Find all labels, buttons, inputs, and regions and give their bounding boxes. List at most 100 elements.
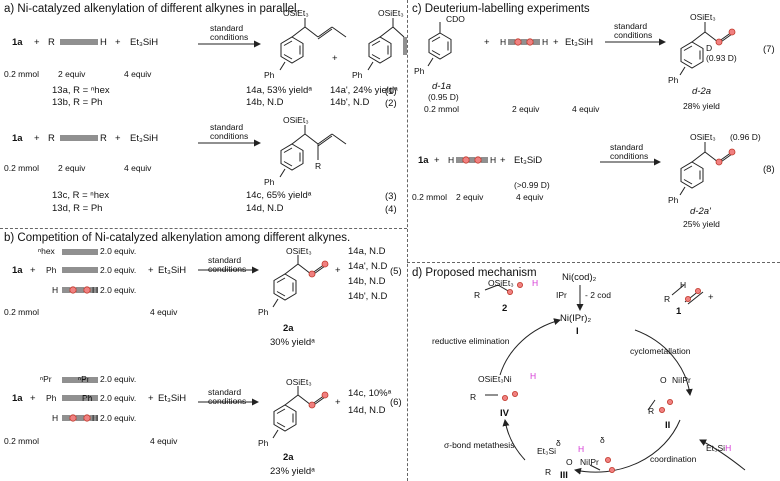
alkyne-pr: ⁿPr <box>40 374 52 384</box>
conditions-label: conditions <box>210 32 249 42</box>
delta-sign: δ <box>600 435 605 445</box>
conditions-label: conditions <box>614 30 653 40</box>
alkyne-ph: Ph <box>82 393 93 403</box>
acetylene-h: H <box>92 413 99 423</box>
conditions-label: standard <box>210 122 244 132</box>
substrate-13d: 13d, R = Ph <box>52 203 103 214</box>
cycle-arrow-metathesis <box>502 419 526 461</box>
product-list-item: 14d, N.D <box>348 405 386 416</box>
conditions-label: conditions <box>208 264 247 274</box>
acetylene-h: H <box>542 37 549 47</box>
d-incorporation: (0.93 D) <box>706 53 737 63</box>
label-ph: Ph <box>352 70 363 80</box>
alkyne-equiv: 2.0 equiv. <box>100 413 137 423</box>
alkyne-equiv: 2.0 equiv. <box>100 393 137 403</box>
conditions-label: conditions <box>610 151 649 161</box>
substrate-13a: 13a, R = ⁿhex <box>52 85 110 96</box>
product-d-2a: d-2a <box>692 86 712 97</box>
reagent-et3si: Et₃Si <box>706 443 726 453</box>
label-cdo: CDO <box>446 14 465 24</box>
d-incorporation: (0.96 D) <box>730 132 761 142</box>
plus-sign: + <box>708 292 714 303</box>
eq-number-4: (4) <box>385 204 397 215</box>
alkyne-r: R <box>48 37 55 48</box>
panel-b-title: b) Competition of Ni-catalyzed alkenylat… <box>4 232 351 244</box>
amount-2equiv: 2 equiv <box>58 69 86 79</box>
panel-a-title: a) Ni-catalyzed alkenylation of differen… <box>4 3 300 15</box>
label-ph: Ph <box>264 177 275 187</box>
amount-mmol: 0.2 mmol <box>4 69 39 79</box>
yield-d-2a: 28% yield <box>683 101 720 111</box>
plus-sign: + <box>332 53 338 64</box>
amount-4equiv: 4 equiv <box>572 104 600 114</box>
plus-sign: + <box>434 155 440 166</box>
reagent-et3sih: Et₃SiH <box>565 37 594 48</box>
alkyne-equiv: 2.0 equiv. <box>100 285 137 295</box>
alkyne-r: R <box>48 133 55 144</box>
panel-d-title: d) Proposed mechanism <box>412 267 537 279</box>
amount-mmol: 0.2 mmol <box>424 104 459 114</box>
reactant-1a: 1a <box>418 155 429 166</box>
reagent-et3sih: Et₃SiH <box>158 265 187 276</box>
product-2a: 2a <box>283 452 294 463</box>
acetylene-h: H <box>490 155 497 165</box>
product-2a: 2a <box>283 323 294 334</box>
plus-sign: + <box>335 397 341 408</box>
product-osiet3: OSiEt₃ <box>488 278 514 288</box>
plus-sign: + <box>30 393 36 404</box>
alkyne-ph: Ph <box>46 393 57 403</box>
intermediate-II-r: R <box>648 406 655 416</box>
plus-sign: + <box>115 133 121 144</box>
eq-number-7: (7) <box>763 44 775 55</box>
plus-sign: + <box>34 133 40 144</box>
label-osiet3: OSiEt₃ <box>286 377 312 387</box>
yield-2a: 23% yieldᵃ <box>270 466 315 477</box>
step-coordination: coordination <box>650 454 697 464</box>
reagent-et3sid: Et₃SiD <box>514 155 543 166</box>
reagent-et3sih: Et₃SiH <box>706 443 731 453</box>
acetylene-h: H <box>500 37 507 47</box>
product-14a: 14a, 53% yieldᵃ <box>246 85 312 96</box>
conditions-label: conditions <box>210 131 249 141</box>
eq-number-3: (3) <box>385 191 397 202</box>
intermediate-II-ni: NiIPr <box>672 375 691 385</box>
conditions-label: standard <box>210 23 244 33</box>
conditions-label: standard <box>208 255 242 265</box>
product-r: R <box>474 290 481 300</box>
label-III: III <box>560 470 568 481</box>
label-osiet3: OSiEt₃ <box>378 8 404 18</box>
product-14c: 14c, 65% yieldᵃ <box>246 190 312 201</box>
conditions-label: conditions <box>208 396 247 406</box>
intermediate-IV-h: H <box>530 371 537 381</box>
amount-4equiv: 4 equiv <box>150 307 178 317</box>
label-ph: Ph <box>414 66 425 76</box>
highlight-h: H <box>725 443 732 453</box>
ligand-ipr: IPr <box>556 290 567 300</box>
acetylene-h: H <box>448 155 455 165</box>
amount-mmol: 0.2 mmol <box>412 192 447 202</box>
aldehyde-r: R <box>664 294 671 304</box>
alkyne-equiv: 2.0 equiv. <box>100 246 137 256</box>
label-r: R <box>315 161 322 171</box>
product-14a-prime: 14a', 24% yieldᵃ <box>330 85 398 96</box>
d-incorporation: (0.95 D) <box>428 92 459 102</box>
label-ph: Ph <box>668 195 679 205</box>
substrate-13c: 13c, R = ⁿhex <box>52 190 110 201</box>
intermediate-III-ni: NiIPr <box>580 457 599 467</box>
product-14b: 14b, N.D <box>246 97 284 108</box>
yield-d-2a-prime: 25% yield <box>683 219 720 229</box>
label-ph: Ph <box>258 307 269 317</box>
plus-sign: + <box>115 37 121 48</box>
plus-sign: + <box>335 265 341 276</box>
cycle-arrow-cyclometallation <box>634 329 693 396</box>
label-IV: IV <box>500 408 509 419</box>
step-sigma-bond-metathesis: σ-bond metathesis <box>444 440 515 450</box>
product-list-item: 14b', N.D <box>348 291 388 302</box>
amount-4equiv: 4 equiv <box>516 192 544 202</box>
aldehyde-h: H <box>680 280 687 290</box>
cycle-arrow-elimination <box>499 318 561 376</box>
loss-cod: - 2 cod <box>585 290 611 300</box>
label-osiet3: OSiEt₃ <box>283 115 309 125</box>
label-2: 2 <box>502 303 508 314</box>
